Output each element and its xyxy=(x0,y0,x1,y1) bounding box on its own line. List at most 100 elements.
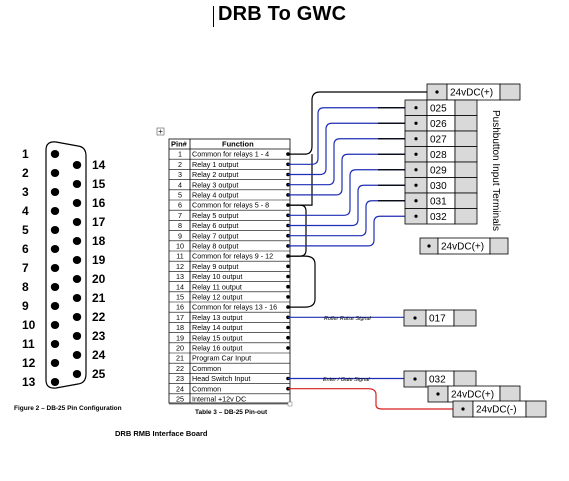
terminal-label: 032 xyxy=(429,375,446,386)
table-cell-function: Common for relays 1 - 4 xyxy=(192,150,269,159)
pin-hole xyxy=(50,245,60,253)
terminal-label: 032 xyxy=(430,212,447,223)
wire-common-link xyxy=(288,204,307,257)
pin-number-label: 22 xyxy=(92,310,106,324)
table-resize-handle[interactable] xyxy=(287,401,293,407)
table-cell-function: Relay 2 output xyxy=(192,170,238,179)
terminal-label: 028 xyxy=(430,150,447,161)
wire-relay-output xyxy=(288,215,405,247)
table-cell-function: Relay 1 output xyxy=(192,160,238,169)
terminal-dot xyxy=(414,199,418,203)
pin-number-label: 17 xyxy=(92,215,106,229)
pin-number-label: 15 xyxy=(92,177,106,191)
table-cell-pin: 16 xyxy=(176,303,184,312)
terminal-dot xyxy=(413,316,417,320)
table-cell-pin: 2 xyxy=(178,160,182,169)
terminal-input-029: 029 xyxy=(404,161,478,178)
table-cell-function: Relay 5 output xyxy=(192,211,238,220)
text-cursor xyxy=(213,6,214,27)
pin-number-label: 7 xyxy=(22,261,29,275)
table-cell-function: Relay 14 output xyxy=(192,323,242,332)
table-cell-function: Relay 9 output xyxy=(192,262,238,271)
table-cell-function: Relay 4 output xyxy=(192,191,238,200)
terminal-017: 017 xyxy=(403,309,477,327)
table-cell-pin: 12 xyxy=(176,262,184,271)
table-cell-function: Common for relays 5 - 8 xyxy=(192,201,269,210)
pin-hole xyxy=(72,218,82,226)
terminal-label: 027 xyxy=(430,134,447,145)
table-cell-pin: 17 xyxy=(176,313,184,322)
terminal-input-026: 026 xyxy=(404,115,478,132)
pin-number-label: 10 xyxy=(22,318,36,332)
terminal-label: 025 xyxy=(430,103,447,114)
pin-number-label: 21 xyxy=(92,291,106,305)
pin-hole xyxy=(50,321,60,329)
table-cell-pin: 13 xyxy=(176,272,184,281)
pin-hole xyxy=(72,351,82,359)
pin-number-label: 5 xyxy=(22,223,29,237)
terminal-input-031: 031 xyxy=(404,192,478,209)
pin-number-label: 18 xyxy=(92,234,106,248)
terminals-group-label: Pushbutton Input Terminals xyxy=(490,110,501,231)
pin-hole xyxy=(50,302,60,310)
terminal-label: 24vDC(+) xyxy=(441,242,484,253)
pin-number-label: 8 xyxy=(22,280,29,294)
pin-hole xyxy=(50,283,60,291)
pin-hole xyxy=(50,359,60,367)
pin-number-label: 19 xyxy=(92,253,106,267)
terminal-label: 031 xyxy=(430,196,447,207)
wire-common-9-16 xyxy=(288,255,316,308)
table-cell-pin: 14 xyxy=(176,282,184,291)
pin-hole xyxy=(50,378,60,386)
gate-signal-label: Enter / Gate Signal xyxy=(323,377,370,383)
table-cell-function: Relay 16 output xyxy=(192,344,242,353)
terminal-input-028: 028 xyxy=(404,146,478,163)
table-cell-pin: 7 xyxy=(178,211,182,220)
terminal-dot xyxy=(413,377,417,381)
table-cell-pin: 6 xyxy=(178,201,182,210)
table-cell-function: Relay 12 output xyxy=(192,293,242,302)
db25-right-pin-holes xyxy=(72,161,82,378)
table-cell-pin: 5 xyxy=(178,191,182,200)
pin-hole xyxy=(72,370,82,378)
pin-hole xyxy=(72,199,82,207)
table-pin-dot xyxy=(286,264,290,269)
table-cell-function: Program Car Input xyxy=(192,354,251,363)
pin-number-label: 1 xyxy=(22,147,29,161)
wire-relay-output xyxy=(288,107,405,165)
table-cell-function: Relay 10 output xyxy=(192,272,242,281)
terminal-label: 030 xyxy=(430,181,447,192)
table-header-function: Function xyxy=(222,140,254,149)
terminal-label: 24vDC(+) xyxy=(451,390,494,401)
terminal-032-gate: 032 xyxy=(403,370,477,388)
wire-relay-output xyxy=(288,169,405,216)
pin-hole xyxy=(72,161,82,169)
table-cell-pin: 11 xyxy=(176,252,183,261)
pin-hole xyxy=(50,340,60,348)
pin-number-label: 12 xyxy=(22,356,36,370)
table-cell-function: Head Switch Input xyxy=(192,374,250,383)
table-cell-function: Common xyxy=(192,364,221,373)
db25-connector-shell xyxy=(45,141,87,389)
pin-hole xyxy=(72,313,82,321)
table-cell-function: Common xyxy=(192,384,221,393)
table-move-handle-icon[interactable] xyxy=(156,127,165,136)
terminal-24vdc-plus-bottom: 24vDC(+) xyxy=(427,385,521,403)
terminal-label: 017 xyxy=(429,314,446,325)
pin-hole xyxy=(50,207,60,215)
pin-number-label: 23 xyxy=(92,329,106,343)
terminal-label: 029 xyxy=(430,165,447,176)
roller-raise-signal-label: Roller Raise Signal xyxy=(324,316,372,322)
terminal-dot xyxy=(436,392,440,396)
wire-common-to-minus xyxy=(288,388,453,410)
table-cell-pin: 24 xyxy=(176,384,184,393)
pin-hole xyxy=(50,150,60,158)
terminal-dot xyxy=(414,121,418,125)
terminal-24vdc-plus-mid: 24vDC(+) xyxy=(419,237,509,255)
terminal-dot xyxy=(461,407,465,411)
terminal-dot xyxy=(414,168,418,172)
terminal-24vdc-minus: 24vDC(-) xyxy=(452,400,547,418)
